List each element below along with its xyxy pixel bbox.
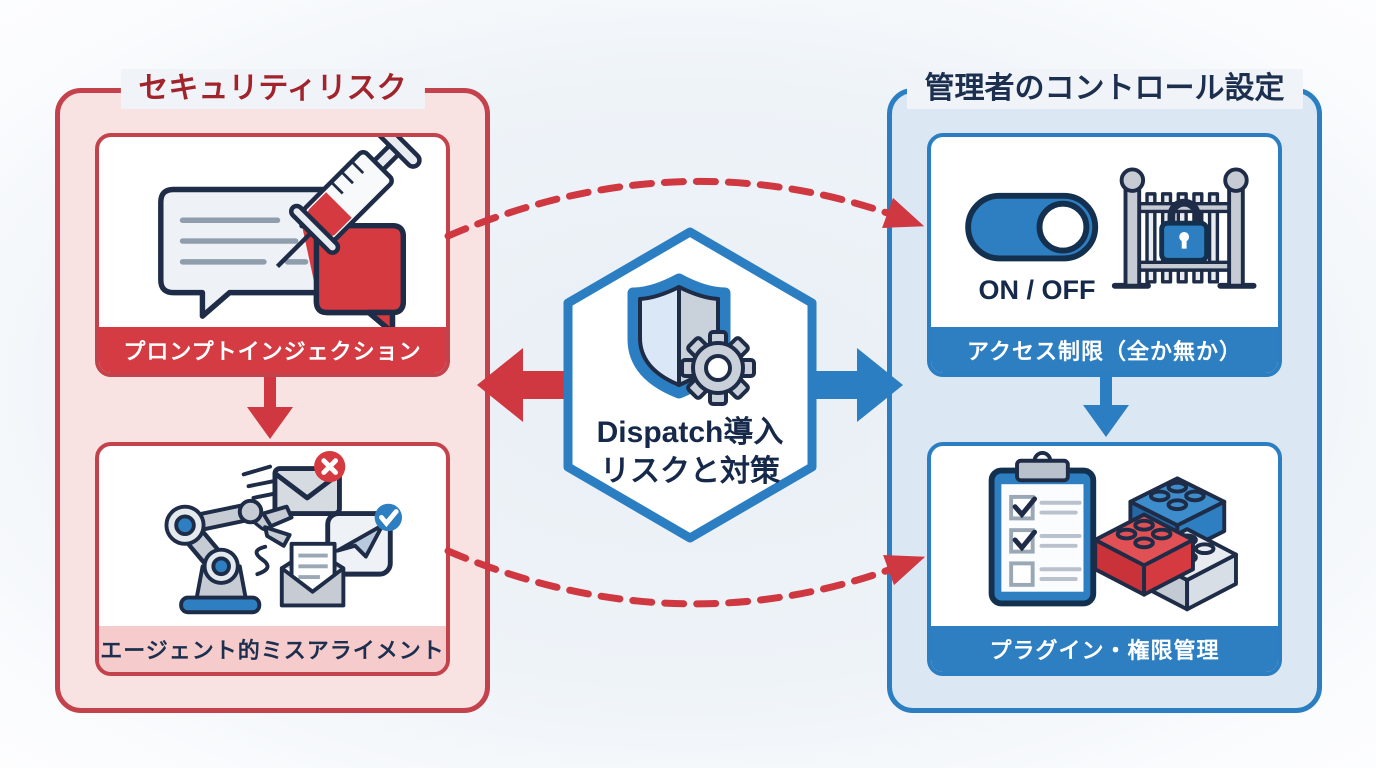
toggle-gate-lock-icon — [965, 167, 1257, 289]
access-restriction-label: アクセス制限（全か無か） — [931, 327, 1278, 373]
plugin-permission-label: プラグイン・権限管理 — [931, 626, 1278, 672]
dispatch-title: Dispatch導入 リスクと対策 — [555, 413, 825, 491]
plugin-permission-card: プラグイン・権限管理 — [927, 442, 1282, 676]
dispatch-title-line2: リスクと対策 — [600, 455, 780, 488]
dispatch-hexagon: Dispatch導入 リスクと対策 — [555, 225, 825, 545]
security-risk-panel-title: セキュリティリスク — [120, 69, 425, 109]
hexagon-shape — [563, 227, 817, 543]
dashed-curve-bottom — [444, 547, 901, 608]
admin-controls-panel: 管理者のコントロール設定 — [887, 69, 1322, 713]
robot-arm-email-icon — [164, 450, 403, 615]
security-risk-panel: セキュリティリスク — [55, 69, 490, 713]
access-restriction-card: ON / OFF アクセス制限（全か無か） — [927, 133, 1282, 377]
toggle-on-off-text: ON / OFF — [978, 275, 1096, 305]
admin-controls-panel-title: 管理者のコントロール設定 — [906, 69, 1303, 109]
left-arrow-icon — [477, 348, 565, 422]
lock-icon — [1159, 198, 1210, 263]
plugin-permission-illustration — [931, 446, 1278, 626]
prompt-injection-illustration — [99, 137, 446, 327]
agentic-misalignment-card: エージェント的ミスアライメント — [95, 442, 450, 676]
dispatch-title-line1: Dispatch導入 — [596, 416, 784, 449]
clipboard-lego-icon — [988, 450, 1238, 612]
shield-gear-icon — [627, 273, 756, 406]
toggle-switch-icon — [965, 192, 1099, 262]
syringe-chat-icon — [157, 137, 422, 327]
prompt-injection-label: プロンプトインジェクション — [99, 327, 446, 373]
prompt-injection-card: プロンプトインジェクション — [95, 133, 450, 377]
access-restriction-illustration: ON / OFF — [931, 137, 1278, 327]
lego-bricks-icon — [1093, 476, 1238, 612]
agentic-misalignment-illustration — [99, 446, 446, 626]
agentic-misalignment-label: エージェント的ミスアライメント — [99, 626, 446, 672]
checklist-clipboard-icon — [988, 450, 1097, 607]
